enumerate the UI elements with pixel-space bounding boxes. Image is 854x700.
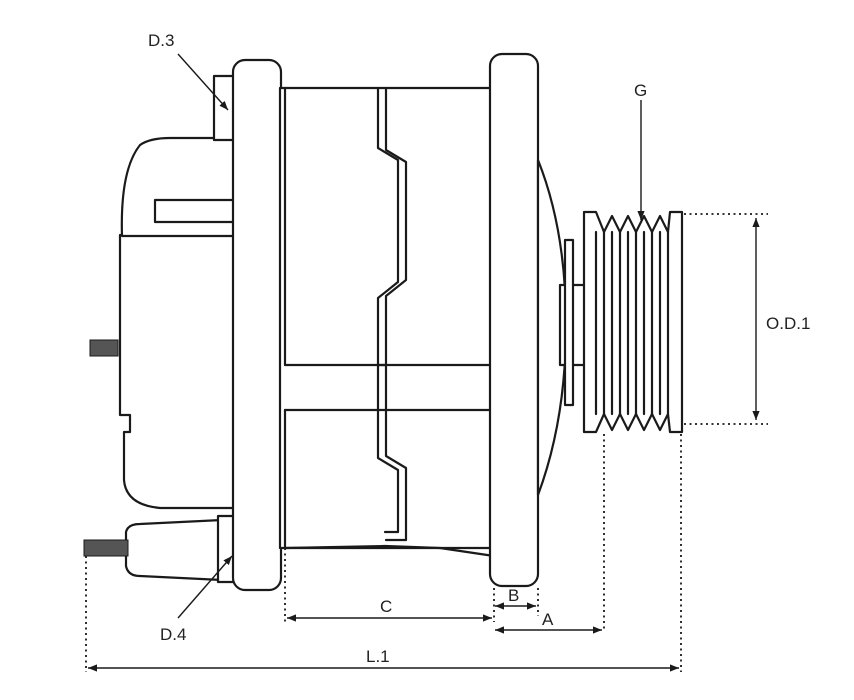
pulley-washer	[563, 238, 575, 407]
lower-connector	[124, 514, 242, 584]
front-flange	[488, 52, 540, 588]
label-a: A	[542, 610, 554, 629]
label-b: B	[508, 586, 519, 605]
lower-stud	[83, 539, 129, 557]
label-d3: D.3	[148, 31, 174, 50]
leader-d4	[177, 555, 233, 619]
rear-stud	[89, 339, 119, 357]
pulley	[582, 210, 684, 434]
rear-flange	[231, 58, 283, 592]
rear-cover	[118, 136, 240, 510]
dimension-b	[495, 588, 539, 616]
label-c: C	[380, 597, 392, 616]
leader-d3	[177, 53, 229, 111]
dimension-c	[284, 548, 495, 622]
label-d4: D.4	[160, 625, 186, 644]
dimension-a	[495, 434, 605, 634]
dimension-l1	[85, 434, 682, 672]
dimension-od1	[684, 213, 768, 425]
label-g: G	[634, 81, 647, 100]
label-od1: O.D.1	[766, 314, 810, 333]
stator-body	[278, 86, 497, 558]
label-l1: L.1	[366, 647, 390, 666]
